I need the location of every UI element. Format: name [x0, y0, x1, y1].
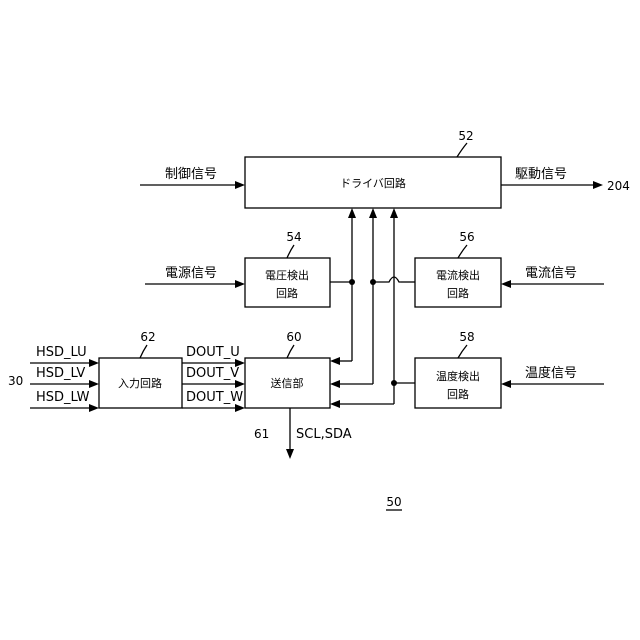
transmitter-ref-number: 60	[286, 330, 301, 344]
current-ref-leader	[458, 245, 467, 258]
voltage-ref-leader	[287, 245, 294, 258]
current-ref-number: 56	[459, 230, 474, 244]
temp-detect-label-line1: 温度検出	[436, 369, 480, 383]
temp-junction-dot	[391, 380, 397, 386]
current-out-crossover	[373, 277, 401, 282]
dout-w-label: DOUT_W	[186, 390, 243, 405]
power-signal-label: 電源信号	[165, 266, 217, 281]
dout-w-arrowhead	[235, 404, 245, 412]
input-circuit-label: 入力回路	[118, 377, 162, 390]
drive-ref-number: 204	[607, 179, 630, 193]
temp-signal-label: 温度信号	[525, 365, 577, 381]
driver-ref-number: 52	[458, 129, 473, 143]
voltage-junction-dot	[349, 279, 355, 285]
current-signal-label: 電流信号	[525, 266, 577, 281]
driver-ref-leader	[457, 143, 467, 157]
voltage-to-transmitter-arrowhead	[330, 357, 340, 365]
voltage-detect-label-line2: 回路	[276, 287, 298, 300]
power-signal-arrowhead	[235, 280, 245, 288]
scl-sda-arrowhead	[286, 449, 294, 459]
voltage-detect-label-line1: 電圧検出	[265, 268, 309, 282]
hsd-lv-label: HSD_LV	[36, 366, 85, 381]
transmitter-ref-leader	[287, 345, 294, 358]
hsd-lu-label: HSD_LU	[36, 345, 87, 360]
drive-signal-label: 駆動信号	[515, 167, 567, 182]
voltage-to-driver-arrowhead	[348, 208, 356, 218]
temp-to-transmitter-arrowhead	[330, 400, 340, 408]
dout-v-arrowhead	[235, 380, 245, 388]
control-signal-arrowhead	[235, 181, 245, 189]
input-ref-30: 30	[8, 374, 23, 388]
control-signal-label: 制御信号	[165, 167, 217, 182]
current-to-transmitter-arrowhead	[330, 380, 340, 388]
temp-signal-arrowhead	[501, 380, 511, 388]
hsd-lw-label: HSD_LW	[36, 390, 90, 405]
input-ref-leader	[140, 345, 147, 358]
figure-number: 50	[386, 495, 401, 509]
hsd-lv-arrowhead	[89, 380, 99, 388]
transmitter-label: 送信部	[271, 376, 304, 390]
temp-ref-leader	[458, 345, 467, 358]
temp-detect-label-line2: 回路	[447, 388, 469, 401]
current-detect-label-line1: 電流検出	[436, 268, 480, 282]
dout-v-label: DOUT_V	[186, 366, 239, 381]
dout-u-label: DOUT_U	[186, 345, 240, 360]
hsd-lu-arrowhead	[89, 359, 99, 367]
scl-sda-label: SCL,SDA	[296, 427, 352, 442]
drive-signal-arrowhead	[593, 181, 603, 189]
current-signal-arrowhead	[501, 280, 511, 288]
current-detect-label-line2: 回路	[447, 287, 469, 300]
temp-to-driver-arrowhead	[390, 208, 398, 218]
input-ref-number: 62	[140, 330, 155, 344]
voltage-ref-number: 54	[286, 230, 301, 244]
hsd-lw-arrowhead	[89, 404, 99, 412]
driver-circuit-label: ドライバ回路	[340, 177, 406, 190]
output-ref-61: 61	[254, 427, 269, 441]
current-junction-dot	[370, 279, 376, 285]
current-to-driver-arrowhead	[369, 208, 377, 218]
temp-ref-number: 58	[459, 330, 474, 344]
